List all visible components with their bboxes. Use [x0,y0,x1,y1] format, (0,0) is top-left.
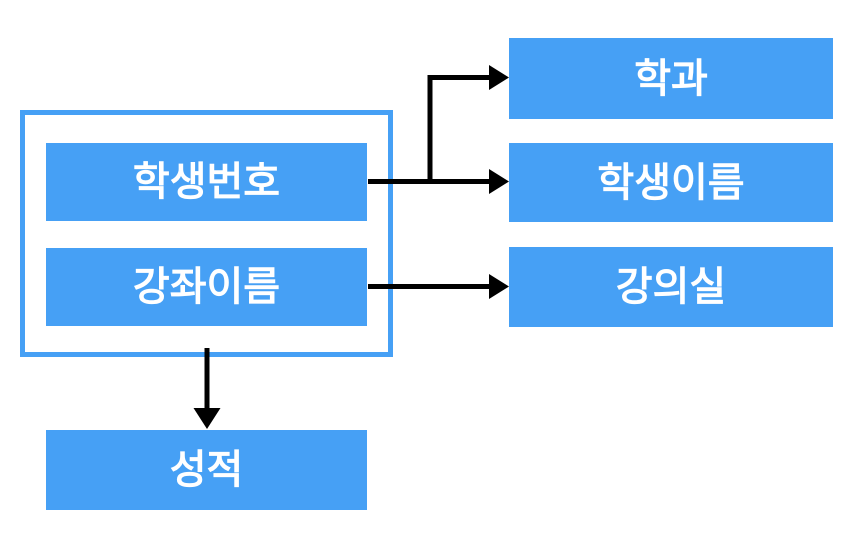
arrowhead-icon [489,169,509,194]
node-student-id: 학생번호 [46,143,367,221]
arrow-composite-key-to-grade [193,348,221,429]
node-department: 학과 [509,38,833,119]
arrow-student-id-to-department [427,65,509,182]
node-student-name: 학생이름 [509,143,833,222]
node-course-name: 강좌이름 [46,248,367,326]
arrowhead-icon [489,65,509,90]
arrowhead-icon [193,408,221,429]
arrowhead-icon [489,274,509,299]
arrow-branch-line [427,75,490,182]
node-lecture-room: 강의실 [509,247,833,327]
node-grade: 성적 [46,430,367,510]
